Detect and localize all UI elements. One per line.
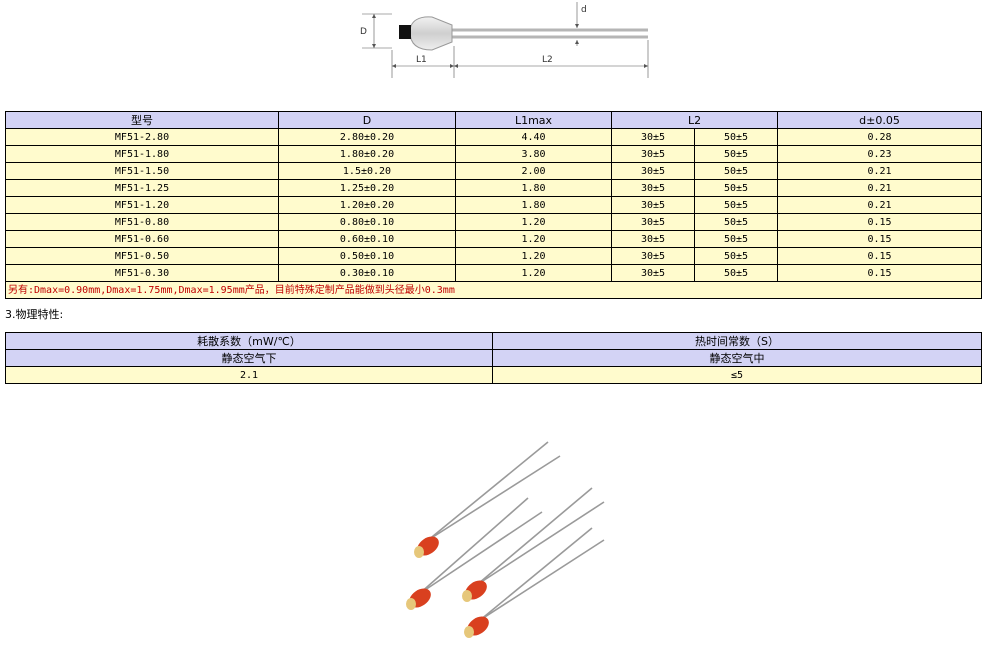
cell-L2a: 30±5 xyxy=(611,128,695,146)
cell-d: 0.23 xyxy=(777,145,983,163)
label-d: d xyxy=(581,5,587,15)
cell-model: MF51-1.50 xyxy=(5,162,279,180)
note-row: 另有:Dmax=0.90mm,Dmax=1.75mm,Dmax=1.95mm产品… xyxy=(4,281,983,299)
cell-L1max: 1.20 xyxy=(455,230,612,248)
dissipation-value: 2.1 xyxy=(5,366,493,384)
cell-D: 1.80±0.20 xyxy=(278,145,456,163)
cell-L2b: 50±5 xyxy=(693,196,779,214)
time-constant-value: ≤5 xyxy=(492,366,982,384)
cell-L2b: 50±5 xyxy=(693,230,779,248)
cell-L2b: 50±5 xyxy=(693,128,779,146)
cell-d: 0.21 xyxy=(777,179,983,197)
cell-d: 0.28 xyxy=(777,128,983,146)
header-d: d±0.05 xyxy=(777,111,983,129)
phys-value-row: 2.1 ≤5 xyxy=(5,366,982,384)
spec-header-row: 型号 D L1max L2 d±0.05 xyxy=(5,111,983,129)
cell-model: MF51-1.25 xyxy=(5,179,279,197)
section-title: 3.物理特性: xyxy=(5,308,64,321)
phys-subheader-row: 静态空气下 静态空气中 xyxy=(5,349,982,367)
cell-d: 0.21 xyxy=(777,196,983,214)
cell-L2a: 30±5 xyxy=(611,162,695,180)
cell-model: MF51-0.80 xyxy=(5,213,279,231)
cell-L1max: 1.20 xyxy=(455,264,612,282)
label-L2: L2 xyxy=(542,55,553,65)
cell-D: 0.50±0.10 xyxy=(278,247,456,265)
cell-D: 1.25±0.20 xyxy=(278,179,456,197)
cell-L2a: 30±5 xyxy=(611,179,695,197)
cell-model: MF51-0.60 xyxy=(5,230,279,248)
cell-model: MF51-0.30 xyxy=(5,264,279,282)
label-L1: L1 xyxy=(416,55,427,65)
dissipation-condition: 静态空气下 xyxy=(5,349,493,367)
phys-header-row: 耗散系数（mW/℃） 热时间常数（S） xyxy=(5,332,982,350)
cell-model: MF51-1.20 xyxy=(5,196,279,214)
cell-L2a: 30±5 xyxy=(611,264,695,282)
cell-L1max: 2.00 xyxy=(455,162,612,180)
header-D: D xyxy=(278,111,456,129)
cell-L2a: 30±5 xyxy=(611,247,695,265)
dimension-diagram: D d L1 L2 xyxy=(352,0,652,82)
cell-L2a: 30±5 xyxy=(611,230,695,248)
header-L1max: L1max xyxy=(455,111,612,129)
cell-d: 0.21 xyxy=(777,162,983,180)
cell-d: 0.15 xyxy=(777,264,983,282)
cell-model: MF51-0.50 xyxy=(5,247,279,265)
cell-L1max: 3.80 xyxy=(455,145,612,163)
cell-model: MF51-2.80 xyxy=(5,128,279,146)
cell-d: 0.15 xyxy=(777,213,983,231)
time-constant-header: 热时间常数（S） xyxy=(492,332,982,350)
note-text: 另有:Dmax=0.90mm,Dmax=1.75mm,Dmax=1.95mm产品… xyxy=(4,281,983,299)
cell-L2b: 50±5 xyxy=(693,247,779,265)
cell-D: 1.5±0.20 xyxy=(278,162,456,180)
cell-L2a: 30±5 xyxy=(611,213,695,231)
cell-L1max: 1.80 xyxy=(455,179,612,197)
label-D: D xyxy=(360,27,367,37)
header-L2: L2 xyxy=(610,111,779,129)
cell-L2b: 50±5 xyxy=(693,264,779,282)
cell-L2b: 50±5 xyxy=(693,179,779,197)
cell-L2a: 30±5 xyxy=(611,196,695,214)
cell-L1max: 1.80 xyxy=(455,196,612,214)
cell-L2b: 50±5 xyxy=(693,213,779,231)
thermistor-product-photo xyxy=(380,432,620,660)
cell-D: 2.80±0.20 xyxy=(278,128,456,146)
physical-properties-table: 耗散系数（mW/℃） 热时间常数（S） 静态空气下 静态空气中 2.1 ≤5 xyxy=(5,332,982,384)
header-model: 型号 xyxy=(5,111,279,129)
cell-model: MF51-1.80 xyxy=(5,145,279,163)
cell-D: 0.30±0.10 xyxy=(278,264,456,282)
cell-d: 0.15 xyxy=(777,247,983,265)
cell-L1max: 4.40 xyxy=(455,128,612,146)
dissipation-header: 耗散系数（mW/℃） xyxy=(5,332,493,350)
cell-D: 0.60±0.10 xyxy=(278,230,456,248)
cell-L2b: 50±5 xyxy=(693,162,779,180)
cell-L1max: 1.20 xyxy=(455,213,612,231)
cell-D: 1.20±0.20 xyxy=(278,196,456,214)
time-constant-condition: 静态空气中 xyxy=(492,349,982,367)
cell-D: 0.80±0.10 xyxy=(278,213,456,231)
cell-L2b: 50±5 xyxy=(693,145,779,163)
cell-L1max: 1.20 xyxy=(455,247,612,265)
cell-d: 0.15 xyxy=(777,230,983,248)
cell-L2a: 30±5 xyxy=(611,145,695,163)
